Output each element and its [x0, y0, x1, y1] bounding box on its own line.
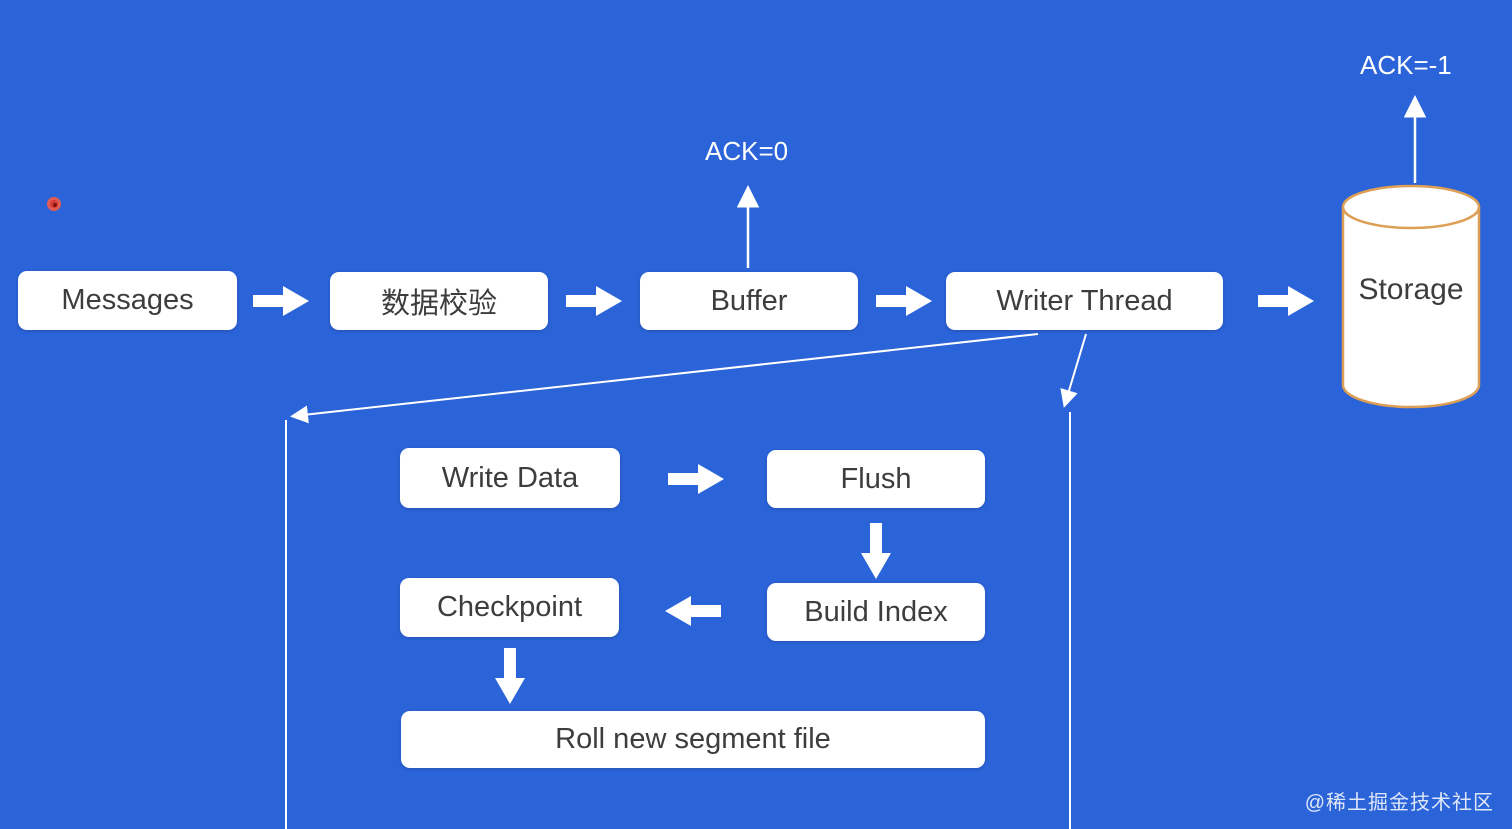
writer-to-subflow-right-line [1060, 333, 1087, 408]
watermark: @稀土掘金技术社区 [1304, 792, 1494, 814]
storage-cylinder: Storage [1340, 183, 1482, 415]
arrow-right-icon [668, 462, 726, 496]
node-checkpoint: Checkpoint [400, 578, 619, 637]
pointer-dot-icon [47, 197, 61, 211]
node-roll-new-segment-file: Roll new segment file [401, 711, 985, 768]
node-messages: Messages [18, 271, 237, 330]
node-storage-label: Storage [1358, 273, 1464, 306]
arrow-down-icon [859, 523, 893, 581]
arrow-down-icon [493, 648, 527, 706]
node-flush: Flush [767, 450, 985, 508]
arrow-right-icon [876, 284, 934, 318]
ack-minus1-label: ACK=-1 [1360, 50, 1452, 80]
node-writer-thread: Writer Thread [946, 272, 1223, 330]
arrow-left-icon [663, 594, 721, 628]
node-validation: 数据校验 [330, 272, 548, 330]
writer-to-subflow-left-line [290, 333, 1039, 424]
arrow-right-icon [253, 284, 311, 318]
arrow-right-icon [566, 284, 624, 318]
node-write-data: Write Data [400, 448, 620, 508]
node-build-index: Build Index [767, 583, 985, 641]
cylinder-shape [1341, 184, 1481, 409]
node-buffer: Buffer [640, 272, 858, 330]
ack0-label: ACK=0 [705, 136, 789, 166]
arrow-right-icon [1258, 284, 1316, 318]
